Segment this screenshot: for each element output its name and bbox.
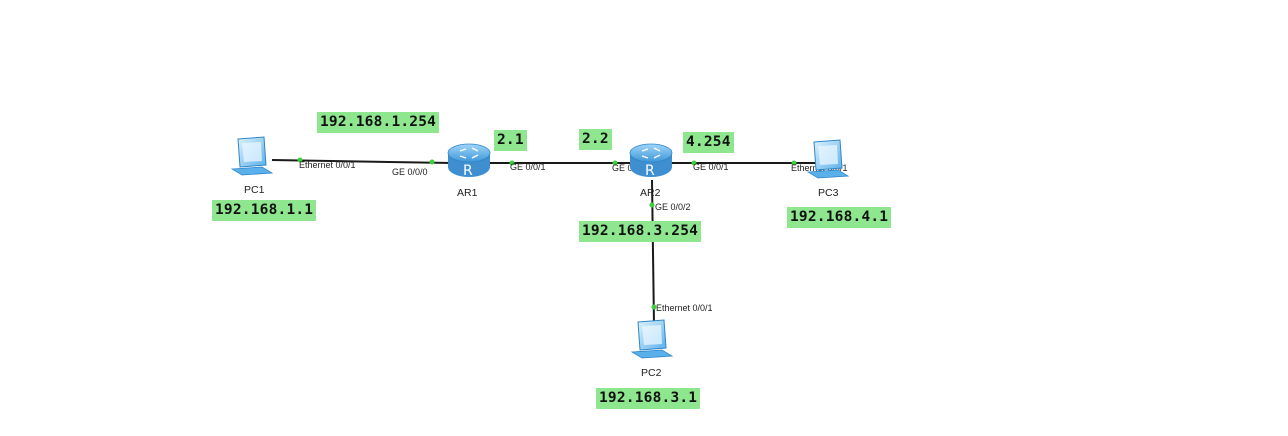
pc3-device[interactable]: [806, 139, 850, 179]
pc-icon: [806, 139, 850, 179]
port-dot-ar2-ge000: [612, 160, 618, 166]
port-label-pc2-eth: Ethernet 0/0/1: [656, 303, 713, 313]
port-dot-pc1-eth: [297, 157, 303, 163]
pc1-name: PC1: [244, 184, 265, 196]
port-dot-pc3-eth: [791, 160, 797, 166]
router-icon: R: [447, 143, 491, 179]
port-dot-ar2-ge001: [691, 160, 697, 166]
svg-text:R: R: [645, 163, 655, 179]
ar1-name: AR1: [457, 187, 478, 199]
link-ar2-pc2[interactable]: [651, 179, 655, 326]
pc3-name: PC3: [818, 187, 839, 199]
svg-text:R: R: [463, 163, 473, 179]
ar2-device[interactable]: R: [629, 143, 673, 179]
ip-label-ar1-ge001: 2.1: [494, 130, 527, 151]
port-dot-pc2-eth: [651, 304, 657, 310]
pc1-device[interactable]: [230, 136, 274, 176]
ip-label-ar2-ge002: 192.168.3.254: [579, 221, 702, 242]
port-label-ar2-ge002: GE 0/0/2: [655, 202, 691, 212]
ar2-name: AR2: [640, 187, 661, 199]
pc-icon: [630, 319, 674, 359]
ip-label-pc2: 192.168.3.1: [596, 388, 701, 409]
port-dot-ar2-ge002: [649, 202, 655, 208]
ip-label-ar2-ge000: 2.2: [579, 129, 612, 150]
port-label-ar2-ge000: GE 0/0/0: [612, 163, 648, 173]
port-dot-ar1-ge001: [509, 160, 515, 166]
pc2-name: PC2: [641, 367, 662, 379]
port-label-ar1-ge000: GE 0/0/0: [392, 167, 428, 177]
ip-label-pc3: 192.168.4.1: [787, 207, 892, 228]
port-label-ar2-ge001: GE 0/0/1: [693, 162, 729, 172]
ar1-device[interactable]: R: [447, 143, 491, 179]
port-dot-ar1-ge000: [429, 159, 435, 165]
port-label-ar1-ge001: GE 0/0/1: [510, 162, 546, 172]
router-icon: R: [629, 143, 673, 179]
pc-icon: [230, 136, 274, 176]
ip-label-ar2-ge001: 4.254: [683, 132, 734, 153]
ip-label-pc1: 192.168.1.1: [212, 200, 317, 221]
ip-label-ar1-ge000: 192.168.1.254: [317, 112, 440, 133]
pc2-device[interactable]: [630, 319, 674, 359]
port-label-pc1-eth: Ethernet 0/0/1: [299, 160, 356, 170]
